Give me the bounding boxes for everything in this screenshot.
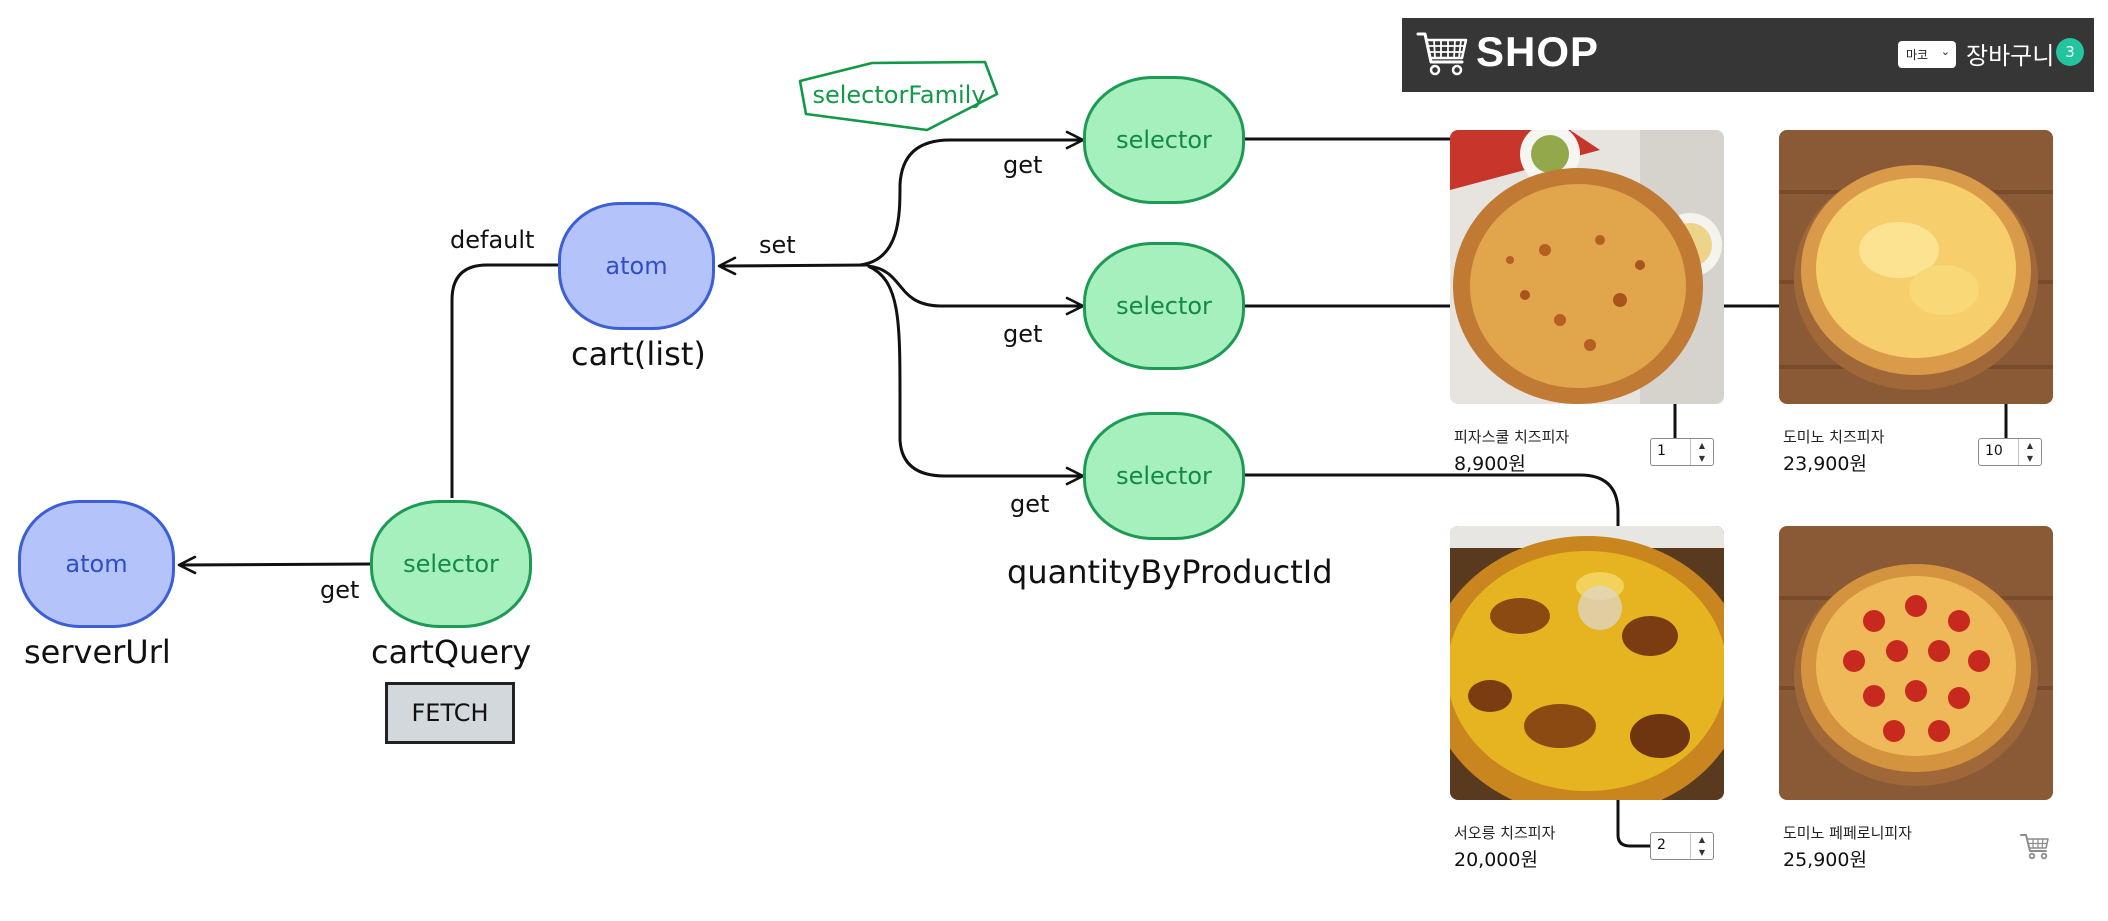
shop-header: SHOP 마코 ⌄ 장바구니 3 [1402,18,2094,92]
quantity-value: 10 [1985,443,2003,459]
atom-node-label: atom [605,252,668,280]
increment-icon[interactable]: ▲ [1698,835,1706,844]
quantity-stepper[interactable]: 10 ▲ ▼ [1978,438,2042,466]
cart-count-badge: 3 [2056,38,2084,66]
edge-cartquery-default-to-cart [450,263,558,498]
pizza-burnt-cheese-image [1450,526,1724,800]
caption-cartquery: cartQuery [371,633,532,671]
store-select-value: 마코 [1906,48,1929,62]
selector-node-label: selector [1116,126,1212,154]
add-to-cart-icon[interactable] [2020,832,2050,860]
selector-node-cartquery: selector [370,500,532,628]
store-select[interactable]: 마코 ⌄ [1898,41,1956,68]
atom-node-label: atom [65,550,128,578]
edge-label-default: default [450,226,535,254]
increment-icon[interactable]: ▲ [2026,441,2034,450]
edge-get-selector-2 [867,264,1085,316]
product-name: 피자스쿨 치즈피자 [1454,428,1570,446]
link-selector-3-to-qty-3 [1245,473,1650,848]
decrement-icon[interactable]: ▼ [1698,454,1706,463]
selector-node-1: selector [1083,76,1245,204]
edge-label-get-2: get [1003,320,1043,348]
pizza-cheese-tray-image [1450,130,1724,404]
pizza-pepperoni-image [1779,526,2053,800]
decrement-icon[interactable]: ▼ [2026,454,2034,463]
selector-family-hexagon [798,60,999,132]
selector-node-label: selector [403,550,499,578]
caption-serverurl: serverUrl [24,633,171,671]
quantity-stepper[interactable]: 2 ▲ ▼ [1650,832,1714,860]
product-image-pizza-pepperoni[interactable] [1779,526,2053,800]
product-name: 도미노 페페로니피자 [1783,824,1912,842]
quantity-value: 2 [1657,837,1666,853]
edge-selector-set-to-cart [717,256,869,276]
product-image-pizza-cheese-tray[interactable] [1450,130,1724,404]
edge-label-get-3: get [1010,490,1050,518]
selector-node-label: selector [1116,292,1212,320]
product-image-pizza-burnt-cheese[interactable] [1450,526,1724,800]
atom-node-serverurl: atom [18,500,175,628]
edge-label-set: set [759,231,796,259]
selector-node-label: selector [1116,462,1212,490]
caption-quantity-by-product-id: quantityByProductId [1007,553,1333,591]
increment-icon[interactable]: ▲ [1698,441,1706,450]
product-name: 도미노 치즈피자 [1783,428,1885,446]
product-price: 20,000원 [1454,849,1538,871]
pizza-cheese-board-image [1779,130,2053,404]
fetch-badge: FETCH [385,682,515,744]
quantity-stepper[interactable]: 1 ▲ ▼ [1650,438,1714,466]
edge-get-selector-3 [867,264,1085,486]
caption-cart-list: cart(list) [571,335,706,373]
edge-cartquery-to-serverurl [177,555,373,575]
quantity-value: 1 [1657,443,1666,459]
product-price: 8,900원 [1454,453,1526,475]
atom-node-cart-list: atom [558,202,715,330]
product-price: 25,900원 [1783,849,1867,871]
selector-node-3: selector [1083,412,1245,540]
edge-get-selector-1 [859,130,1085,267]
edge-label-get-cartquery: get [320,576,360,604]
product-image-pizza-cheese-board[interactable] [1779,130,2053,404]
fetch-badge-label: FETCH [411,699,489,727]
product-price: 23,900원 [1783,453,1867,475]
cart-link[interactable]: 장바구니 [1966,42,2055,70]
shop-title[interactable]: SHOP [1476,28,1600,75]
chevron-down-icon: ⌄ [1940,45,1950,58]
selector-family-label: selectorFamily [812,81,986,109]
product-name: 서오릉 치즈피자 [1454,824,1556,842]
cart-logo-icon[interactable] [1416,28,1470,78]
selector-node-2: selector [1083,242,1245,370]
decrement-icon[interactable]: ▼ [1698,848,1706,857]
edge-label-get-1: get [1003,151,1043,179]
